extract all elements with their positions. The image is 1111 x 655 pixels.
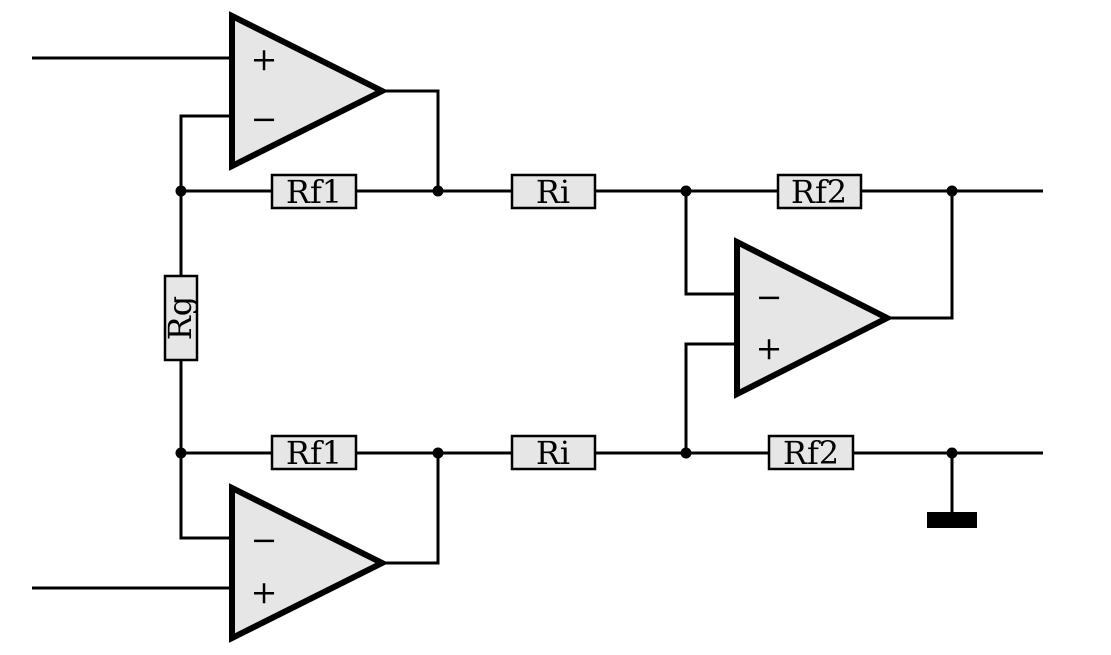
resistor-rf1-top: Rf1 (270, 173, 358, 211)
opamp-bottom-triangle (229, 483, 389, 643)
resistor-rg-label: Rg (161, 296, 199, 341)
wire-diff-plus (684, 342, 737, 453)
wire-diff-minus (684, 191, 737, 296)
junction-dot (680, 447, 692, 459)
wire-bottom-minus (179, 453, 232, 540)
opamp-difference-minus: − (756, 278, 783, 316)
wire-diff-output (887, 191, 954, 320)
resistor-rf2-top: Rf2 (776, 173, 863, 211)
resistor-rf1-bottom-label: Rf1 (286, 434, 342, 472)
wire-top-minus (179, 114, 232, 191)
opamp-difference-plus: + (756, 329, 783, 367)
junction-dot (432, 185, 444, 197)
resistor-ri-top: Ri (510, 173, 597, 211)
junction-dot (946, 185, 958, 197)
wire-bottom-output (382, 453, 440, 565)
ground-icon (927, 512, 977, 528)
opamp-bottom-plus: + (251, 573, 278, 611)
wire-top-output (382, 89, 440, 191)
resistor-ri-bottom: Ri (510, 434, 597, 472)
opamp-difference: − + (734, 237, 894, 399)
junctions (175, 185, 958, 459)
opamp-top-plus: + (251, 40, 278, 78)
junction-dot (175, 185, 187, 197)
resistor-rf1-top-label: Rf1 (286, 173, 342, 211)
resistor-rf2-bottom: Rf2 (767, 434, 855, 472)
opamp-difference-triangle (734, 237, 894, 399)
opamp-top: + − (229, 11, 389, 171)
resistor-rg: Rg (161, 274, 199, 362)
junction-dot (946, 447, 958, 459)
opamp-top-minus: − (251, 100, 278, 138)
resistor-ri-top-label: Ri (536, 173, 570, 211)
junction-dot (175, 447, 187, 459)
resistor-rf2-bottom-label: Rf2 (783, 434, 839, 472)
opamp-bottom: − + (229, 483, 389, 643)
opamp-top-triangle (229, 11, 389, 171)
opamp-bottom-minus: − (251, 521, 278, 559)
resistor-rf2-top-label: Rf2 (791, 173, 847, 211)
junction-dot (680, 185, 692, 197)
junction-dot (432, 447, 444, 459)
resistor-rf1-bottom: Rf1 (270, 434, 358, 472)
resistor-ri-bottom-label: Ri (536, 434, 570, 472)
